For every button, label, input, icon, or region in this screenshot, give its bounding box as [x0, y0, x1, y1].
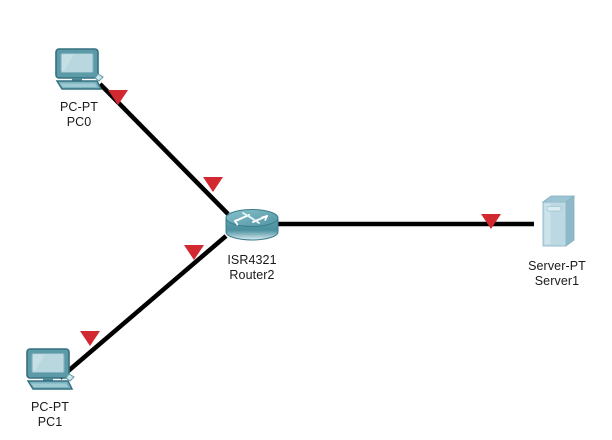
desktop-pc-icon[interactable] — [53, 47, 105, 98]
device-node-pc0[interactable]: PC-PT PC0 — [41, 47, 117, 130]
device-name-label: Router2 — [229, 268, 275, 282]
device-name-label: PC1 — [37, 415, 63, 429]
device-name-label: PC0 — [66, 115, 92, 129]
link-status-marker-triangle-down-icon[interactable] — [481, 214, 501, 229]
device-model-label: PC-PT — [31, 400, 69, 414]
device-node-server1[interactable]: Server-PT Server1 — [511, 194, 603, 289]
link-status-marker-triangle-down-icon[interactable] — [108, 90, 128, 105]
link-status-marker-triangle-down-icon[interactable] — [203, 177, 223, 192]
router-icon[interactable] — [223, 206, 281, 251]
desktop-pc-icon[interactable] — [24, 347, 76, 398]
device-node-router2[interactable]: ISR4321 Router2 — [206, 206, 298, 283]
device-model-label: Server-PT — [528, 259, 586, 273]
device-label-pc0: PC-PT PC0 — [60, 100, 98, 130]
link-pc0-router2[interactable] — [98, 82, 230, 216]
link-status-marker-triangle-down-icon[interactable] — [184, 245, 204, 260]
device-label-pc1: PC-PT PC1 — [31, 400, 69, 430]
device-name-label: Server1 — [534, 274, 580, 288]
device-label-router2: ISR4321 Router2 — [227, 253, 276, 283]
device-model-label: PC-PT — [60, 100, 98, 114]
link-status-marker-triangle-down-icon[interactable] — [80, 331, 100, 346]
device-model-label: ISR4321 — [227, 253, 277, 267]
server-tower-icon[interactable] — [536, 194, 578, 257]
device-node-pc1[interactable]: PC-PT PC1 — [12, 347, 88, 430]
device-label-server1: Server-PT Server1 — [528, 259, 586, 289]
